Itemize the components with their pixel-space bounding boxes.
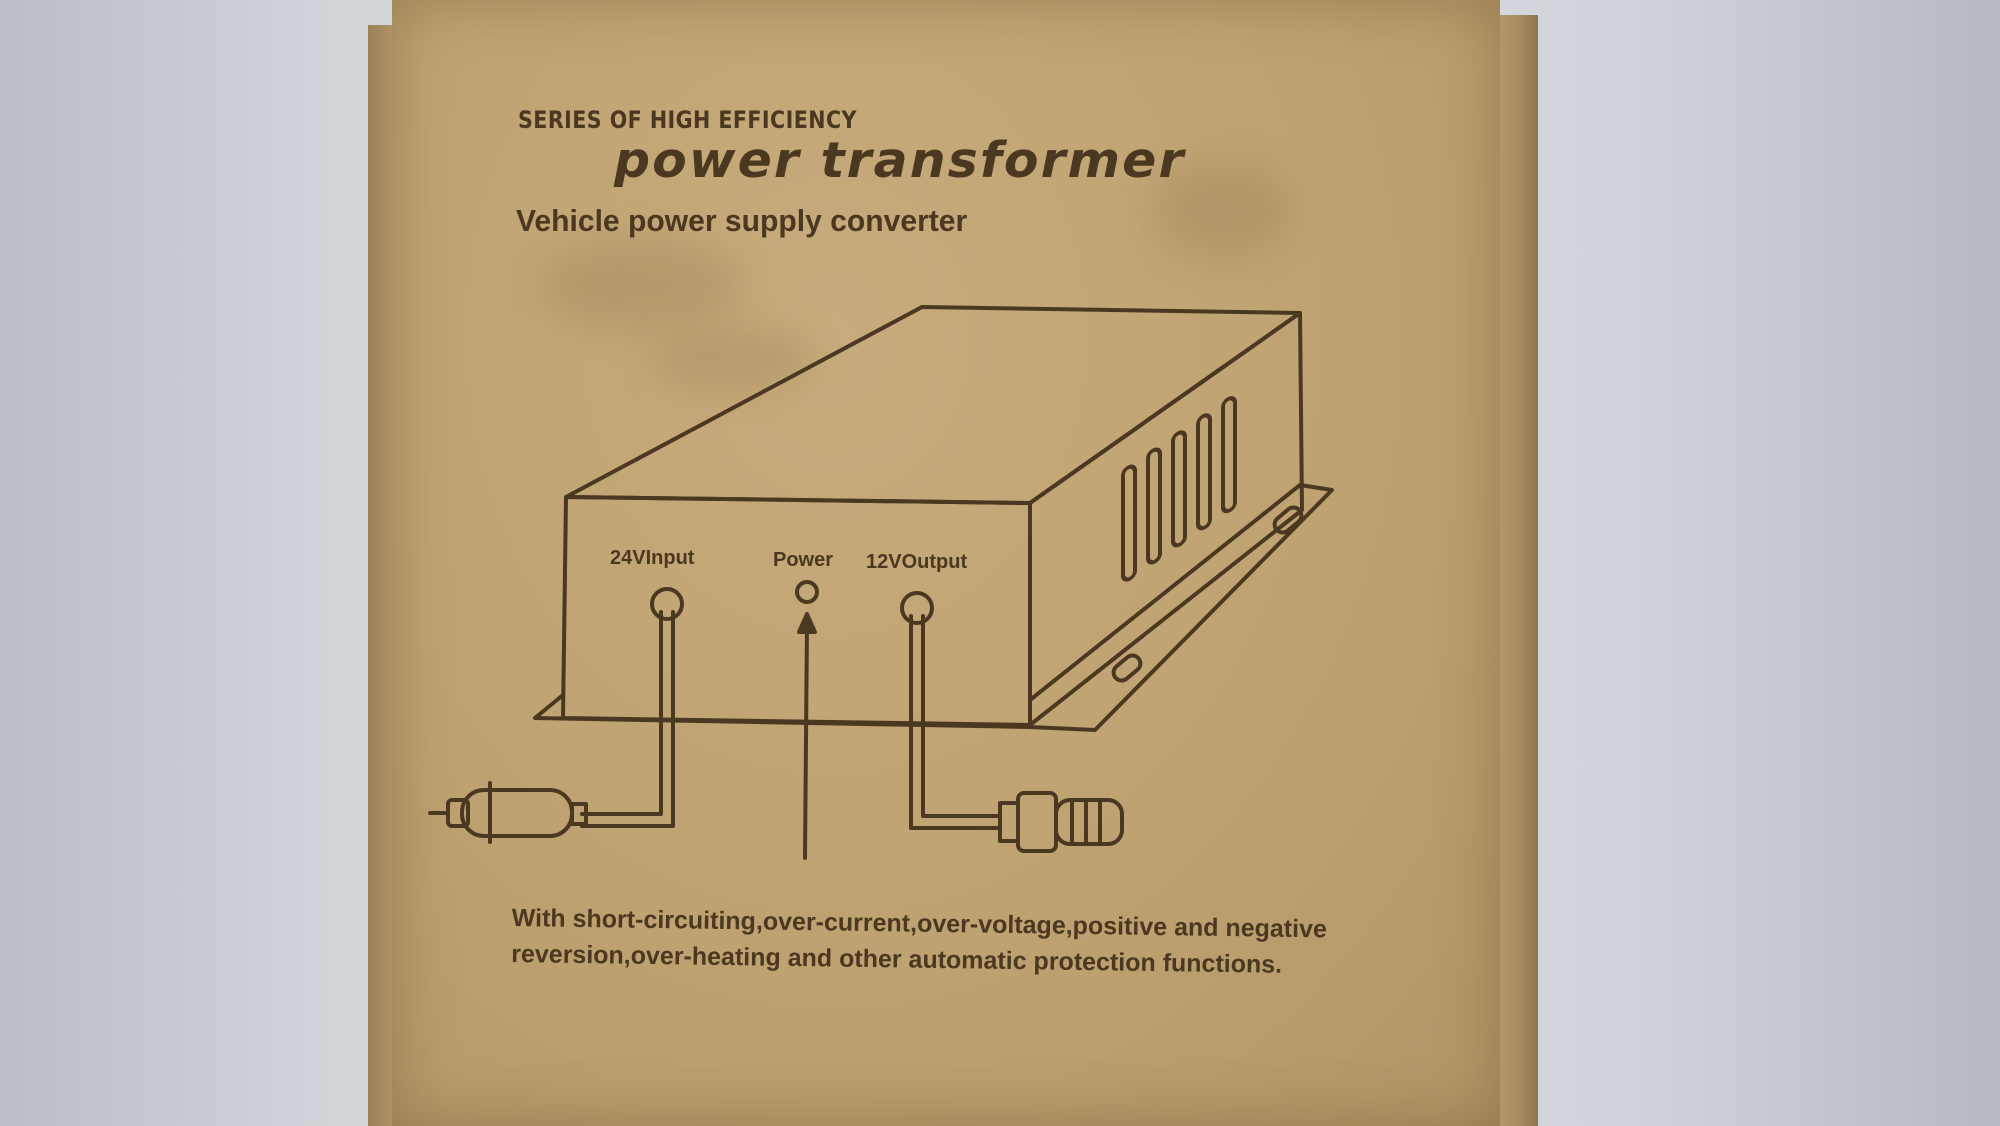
socket-icon [998,791,1124,853]
product-title: power transformer [614,132,1186,189]
power-label: Power [773,549,834,571]
cardboard-box-face [392,0,1500,1126]
input-cable [580,610,663,816]
converter-side-face [1028,311,1304,727]
stain [542,240,742,330]
input-port [650,587,684,621]
output-label: 12VOutput [866,551,968,573]
power-arrow [803,620,809,860]
output-port [900,591,934,625]
stain [1152,160,1292,260]
output-cable [909,614,1002,830]
power-led [795,580,819,604]
cigarette-plug-icon [428,781,588,844]
flange-slot [1272,505,1304,535]
left-flange [533,693,1032,729]
right-flange [1028,483,1334,732]
protection-description: With short-circuiting,over-current,over-… [511,900,1327,983]
input-label: 24VInput [610,547,695,569]
product-subtitle: Vehicle power supply converter [516,203,968,238]
series-heading: SERIES OF HIGH EFFICIENCY [518,106,857,134]
vent-slots [1121,396,1237,582]
converter-top-face [564,305,1302,505]
flange-slot [1111,653,1143,683]
converter-front-face [561,495,1032,727]
